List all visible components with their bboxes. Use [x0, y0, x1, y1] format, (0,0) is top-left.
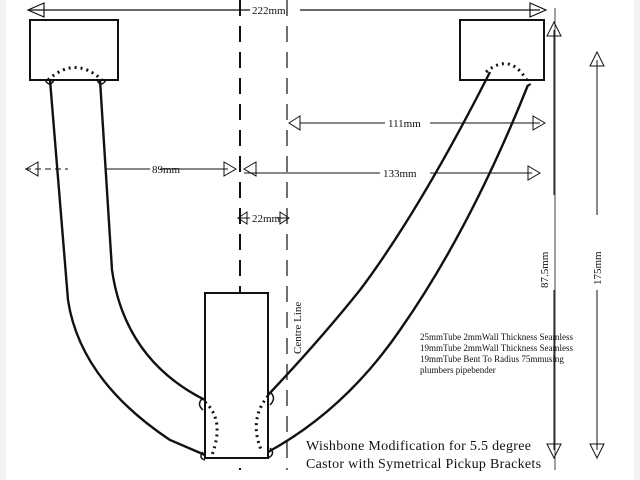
dimension-87-5-label: 87.5mm	[539, 251, 551, 288]
note-line-4: plumbers pipebender	[420, 365, 496, 375]
title-line-1: Wishbone Modification for 5.5 degree	[306, 439, 531, 454]
dimension-111-label: 111mm	[388, 118, 421, 130]
note-line-3: 19mmTube Bent To Radius 75mmusing	[420, 354, 564, 364]
right-pickup-bracket	[459, 19, 545, 81]
dimension-89-label: 89mm	[152, 164, 181, 176]
dimension-222	[26, 2, 548, 18]
dimension-133-label: 133mm	[383, 168, 417, 180]
dimension-222-label: 222mm	[252, 5, 286, 17]
title-line-2: Castor with Symetrical Pickup Brackets	[306, 457, 541, 472]
dimension-22-label: 22mm	[252, 213, 281, 225]
weld-ends	[44, 79, 275, 461]
dimension-175	[589, 50, 605, 460]
left-tube-arm	[48, 79, 206, 457]
right-tube-arm	[267, 71, 530, 454]
dimension-133	[243, 161, 541, 181]
dimension-89	[25, 161, 237, 177]
dimension-111	[288, 115, 546, 131]
centre-line-label: Centre Line	[292, 302, 304, 354]
centre-upright	[204, 292, 269, 459]
note-line-1: 25mmTube 2mmWall Thickness Seamless	[420, 332, 574, 342]
note-line-2: 19mmTube 2mmWall Thickness Seamless	[420, 343, 574, 353]
weld-marks	[46, 62, 532, 456]
dimension-87-5	[546, 20, 562, 460]
left-pickup-bracket	[29, 19, 119, 81]
dimension-175-label: 175mm	[592, 251, 604, 285]
dimension-22	[237, 211, 290, 225]
